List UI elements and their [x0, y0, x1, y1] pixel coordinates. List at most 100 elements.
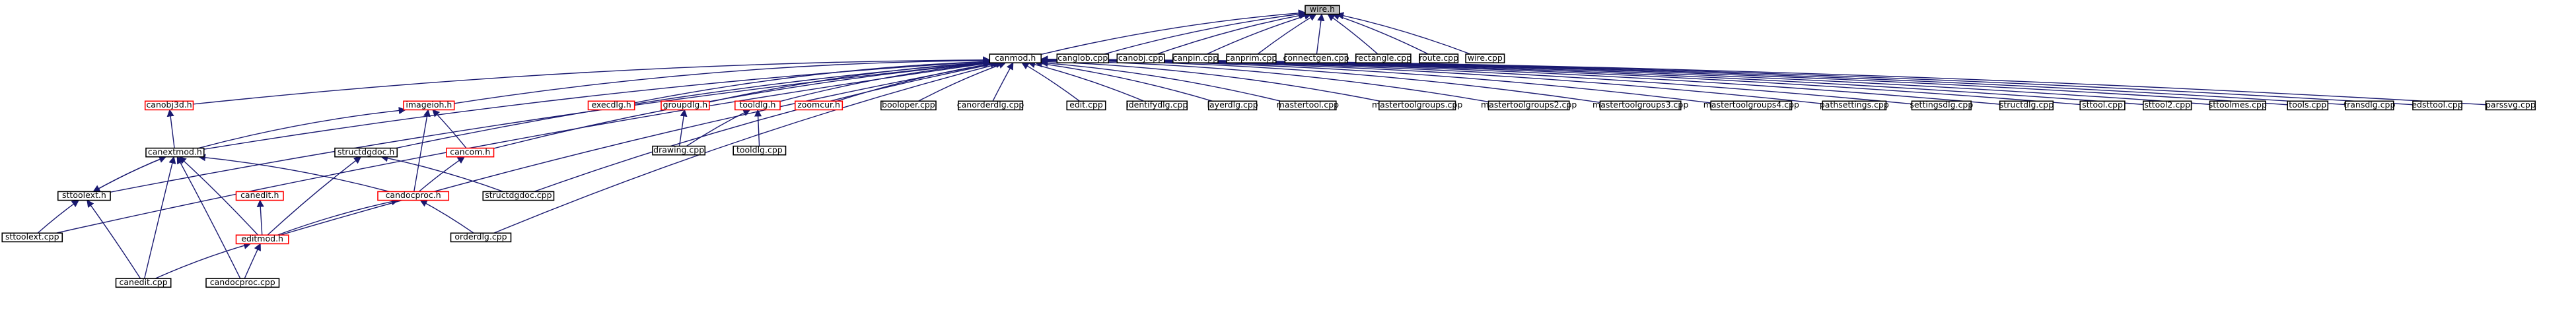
node-box: [1378, 100, 1456, 111]
edge-wire-h-to-canglob-cpp: [1104, 10, 1306, 55]
edge-canmod-h-to-identifydlg-cpp: [1027, 61, 1145, 102]
edge-structdgdoc-h-to-editmod-h: [267, 156, 362, 236]
node-structdgdoc-h[interactable]: structdgdoc.h: [334, 146, 398, 158]
node-canorderdlg-cpp[interactable]: canorderdlg.cpp: [957, 100, 1024, 111]
node-drawing-cpp[interactable]: drawing.cpp: [652, 144, 706, 156]
node-tooldlg-h[interactable]: tooldlg.h: [734, 100, 781, 111]
edge-editmod-h-to-canedit-cpp: [155, 241, 252, 279]
node-label: candocproc.cpp: [210, 277, 275, 287]
node-canedit-cpp[interactable]: canedit.cpp: [115, 277, 172, 288]
node-label: transdlg.cpp: [2343, 100, 2395, 110]
node-label: drawing.cpp: [653, 144, 704, 154]
node-route-cpp[interactable]: route.cpp: [1419, 53, 1459, 64]
edge-canmod-h-to-canobj3d-h: [193, 56, 991, 105]
node-canglob-cpp[interactable]: canglob.cpp: [1056, 53, 1110, 64]
edge-canmod-h-to-layerdlg-cpp: [1034, 60, 1213, 102]
node-canprim-cpp[interactable]: canprim.cpp: [1225, 53, 1277, 64]
node-label: groupdlg.h: [663, 100, 708, 110]
node-box: [144, 100, 194, 111]
node-label: layerdlg.cpp: [1207, 100, 1258, 110]
node-mastertoolgroups-cpp[interactable]: mastertoolgroups.cpp: [1372, 100, 1462, 111]
edge-canmod-h-to-execdlg-h: [634, 57, 991, 104]
node-layerdlg-cpp[interactable]: layerdlg.cpp: [1207, 100, 1258, 111]
node-label: parssvg.cpp: [2486, 100, 2536, 110]
node-canobj-cpp[interactable]: canobj.cpp: [1116, 53, 1165, 64]
node-label: identifydlg.cpp: [1126, 100, 1188, 110]
edge-canmod-h-to-edsttool-cpp: [1040, 55, 2414, 106]
node-editmod-h[interactable]: editmod.h: [235, 234, 289, 245]
edge-wire-h-to-connectgen-cpp: [1316, 13, 1325, 55]
node-imageioh-h[interactable]: imageioh.h: [403, 100, 455, 111]
node-box: [235, 234, 289, 245]
node-canobj3d-h[interactable]: canobj3d.h: [144, 100, 194, 111]
node-sttool2-cpp[interactable]: sttool2.cpp: [2143, 100, 2192, 111]
node-sttoolext-cpp[interactable]: sttoolext.cpp: [1, 232, 63, 243]
node-sttool-cpp[interactable]: sttool.cpp: [2079, 100, 2126, 111]
node-label: canobj.cpp: [1118, 53, 1163, 63]
node-box: [1911, 100, 1972, 111]
node-sttoolmes-cpp[interactable]: sttoolmes.cpp: [2209, 100, 2267, 111]
node-tooldlg-cpp[interactable]: tooldlg.cpp: [733, 144, 787, 156]
node-label: tooldlg.cpp: [736, 144, 783, 154]
node-box: [1066, 100, 1106, 111]
node-identifydlg-cpp[interactable]: identifydlg.cpp: [1126, 100, 1188, 111]
edge-wire-h-to-canobj-cpp: [1157, 11, 1307, 55]
node-label: connectgen.cpp: [1283, 53, 1349, 63]
node-box: [1172, 53, 1219, 64]
node-canmod-h[interactable]: canmod.h: [989, 53, 1042, 64]
node-canedit-h[interactable]: canedit.h: [235, 190, 284, 201]
node-mastertoolgroups3-cpp[interactable]: mastertoolgroups3.cpp: [1592, 100, 1688, 111]
node-parssvg-cpp[interactable]: parssvg.cpp: [2485, 100, 2536, 111]
node-tools-cpp[interactable]: tools.cpp: [2287, 100, 2329, 111]
node-structdgdoc-cpp[interactable]: structdgdoc.cpp: [482, 190, 555, 201]
node-box: [1279, 100, 1337, 111]
edge-imageioh-h-to-cancom-h: [432, 109, 467, 148]
node-label: mastertoolgroups4.cpp: [1703, 100, 1799, 110]
node-candocproc-h[interactable]: candocproc.h: [377, 190, 450, 201]
node-mastertoolgroups4-cpp[interactable]: mastertoolgroups4.cpp: [1703, 100, 1799, 111]
node-execdlg-h[interactable]: execdlg.h: [587, 100, 635, 111]
node-connectgen-cpp[interactable]: connectgen.cpp: [1283, 53, 1349, 64]
node-label: execdlg.h: [591, 100, 631, 110]
node-pathsettings-cpp[interactable]: pathsettings.cpp: [1820, 100, 1889, 111]
node-canpin-cpp[interactable]: canpin.cpp: [1172, 53, 1219, 64]
node-box: [446, 147, 495, 158]
node-label: sttoolext.h: [62, 190, 106, 200]
node-wire-h[interactable]: wire.h: [1305, 4, 1340, 15]
edge-canextmod-h-to-editmod-h: [178, 156, 259, 236]
node-label: cancom.h: [450, 146, 490, 156]
node-label: edit.cpp: [1069, 100, 1103, 110]
nodes-layer: wire.h canmod.h canglob.cpp canobj.cpp canpi…: [1, 4, 2536, 288]
edge-candocproc-h-to-editmod-h: [277, 198, 399, 236]
node-label: candocproc.h: [386, 190, 441, 200]
node-box: [880, 100, 937, 111]
edge-editmod-h-to-candocproc-cpp: [244, 243, 261, 279]
node-orderdlg-cpp[interactable]: orderdlg.cpp: [450, 232, 512, 243]
edges-layer: [37, 9, 2486, 279]
node-mastertool-cpp[interactable]: mastertool.cpp: [1277, 100, 1340, 111]
node-box: [334, 147, 398, 158]
node-rectangle-cpp[interactable]: rectangle.cpp: [1355, 53, 1412, 64]
node-box: [989, 53, 1042, 64]
node-groupdlg-h[interactable]: groupdlg.h: [661, 100, 710, 111]
node-label: editmod.h: [241, 234, 283, 243]
node-settingsdlg-cpp[interactable]: settingsdlg.cpp: [1910, 100, 1973, 111]
node-canextmod-h[interactable]: canextmod.h: [145, 146, 205, 158]
node-sttoolext-h[interactable]: sttoolext.h: [57, 190, 111, 201]
node-booloper-cpp[interactable]: booloper.cpp: [880, 100, 937, 111]
node-candocproc-cpp[interactable]: candocproc.cpp: [205, 277, 280, 288]
node-structdlg-cpp[interactable]: structdlg.cpp: [1999, 100, 2054, 111]
node-label: canobj3d.h: [146, 100, 192, 110]
node-zoomcur-h[interactable]: zoomcur.h: [795, 100, 843, 111]
edge-imageioh-h-to-candocproc-h: [413, 109, 431, 192]
node-transdlg-cpp[interactable]: transdlg.cpp: [2343, 100, 2396, 111]
node-cancom-h[interactable]: cancom.h: [446, 146, 495, 158]
node-box: [652, 145, 706, 156]
node-edsttool-cpp[interactable]: edsttool.cpp: [2412, 100, 2463, 111]
edge-canextmod-h-to-canedit-cpp: [144, 156, 176, 279]
node-edit-cpp[interactable]: edit.cpp: [1066, 100, 1106, 111]
node-mastertoolgroups2-cpp[interactable]: mastertoolgroups2.cpp: [1481, 100, 1577, 111]
edge-wire-h-to-canmod-h: [1041, 9, 1306, 55]
node-wire-cpp[interactable]: wire.cpp: [1465, 53, 1505, 64]
edge-canmod-h-to-tools-cpp: [1040, 55, 2288, 106]
